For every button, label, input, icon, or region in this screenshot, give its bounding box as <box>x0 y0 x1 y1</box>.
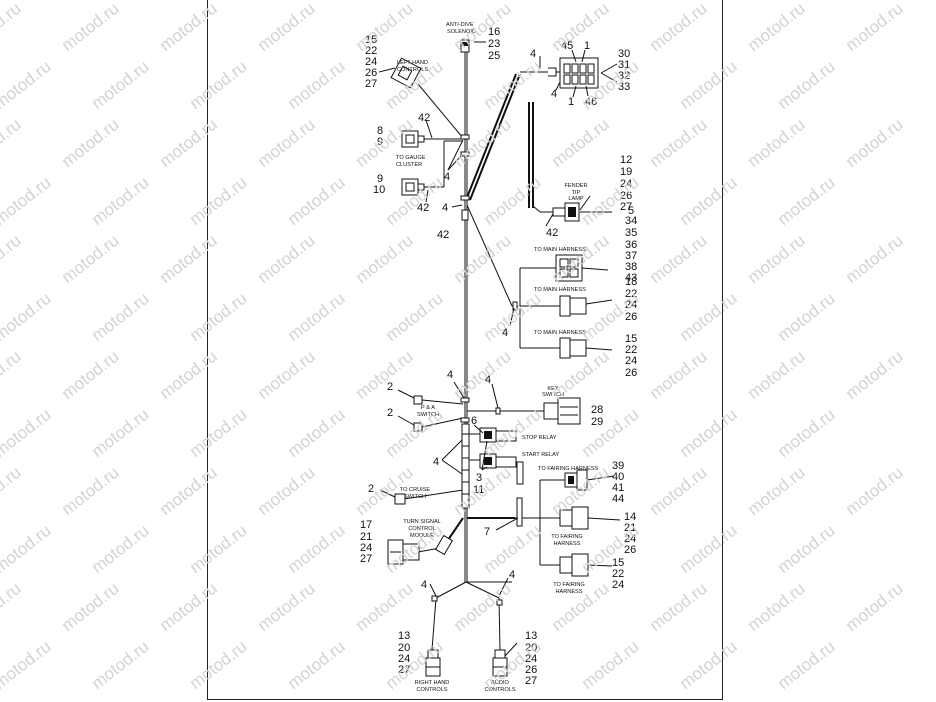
callout-42a: 42 <box>418 112 430 124</box>
callout-2b: 2 <box>387 407 393 419</box>
pa-switch-connectors <box>413 395 423 432</box>
leader-lines <box>378 41 621 657</box>
callout-7: 7 <box>484 526 490 538</box>
label-main-harness-3: TO MAIN HARNESS <box>534 330 586 336</box>
callout-2c: 2 <box>368 483 374 495</box>
callout-11: 11 <box>473 484 484 496</box>
callout-top-4: 4 <box>530 48 536 60</box>
callout-4d: 4 <box>442 202 448 214</box>
label-fairing-harness-1: TO FAIRING HARNESS <box>538 466 598 472</box>
turn-signal-module <box>387 534 454 565</box>
callout-4g: 4 <box>485 374 491 386</box>
sleeve-markers <box>431 134 524 606</box>
label-main-harness-1: TO MAIN HARNESS <box>534 247 586 253</box>
callout-3: 3 <box>476 472 482 484</box>
callout-4c: 4 <box>444 171 450 183</box>
callout-4e: 4 <box>502 327 508 339</box>
callout-1b: 1 <box>568 96 574 108</box>
gauge-cluster-connectors <box>401 130 425 196</box>
upper-branches <box>417 71 565 349</box>
callout-6: 6 <box>471 415 477 427</box>
cruise-switch-connector <box>394 493 406 505</box>
main-harness-connectors <box>555 254 587 359</box>
callout-1a: 1 <box>584 40 590 52</box>
anti-dive-solenoid <box>460 39 470 53</box>
right-hand-controls-connector <box>425 649 441 677</box>
audio-controls-connector <box>492 649 508 677</box>
callout-42b: 42 <box>417 202 429 214</box>
callout-46: 46 <box>585 96 597 108</box>
handlebar-switch-connector <box>548 57 618 89</box>
callout-45: 45 <box>561 40 573 52</box>
key-switch-connector <box>543 397 581 425</box>
lower-branches <box>431 581 512 651</box>
middle-branches <box>403 399 565 566</box>
label-stop-relay: STOP RELAY <box>522 435 557 441</box>
fairing-harness-connectors <box>559 469 589 577</box>
label-start-relay: START RELAY <box>522 452 559 458</box>
label-main-harness-2: TO MAIN HARNESS <box>534 287 586 293</box>
callout-4h: 4 <box>433 456 439 468</box>
callout-4i: 4 <box>421 579 427 591</box>
fender-tip-lamp-connector <box>552 202 580 222</box>
callout-2a: 2 <box>387 381 393 393</box>
relay-connectors <box>479 427 517 469</box>
callout-42c: 42 <box>437 229 449 241</box>
callout-4b: 4 <box>551 88 557 100</box>
callout-4f: 4 <box>447 369 453 381</box>
left-hand-controls-connector <box>390 57 422 89</box>
callout-42d: 42 <box>546 227 558 239</box>
callout-4j: 4 <box>509 569 515 581</box>
